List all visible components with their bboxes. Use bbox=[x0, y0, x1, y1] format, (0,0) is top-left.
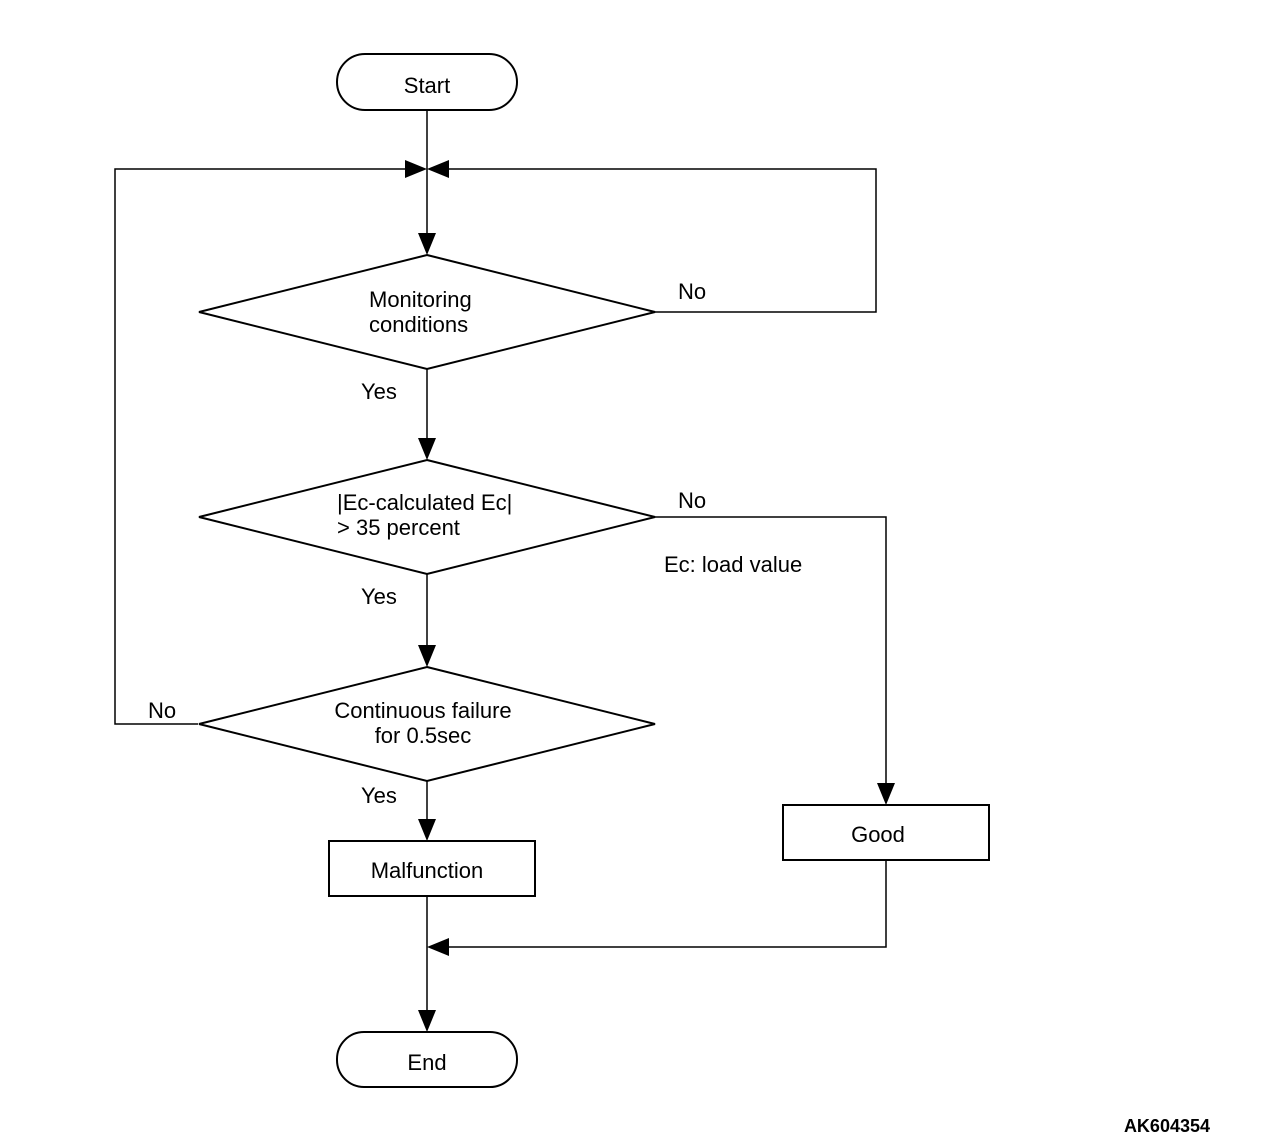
connectors bbox=[114, 110, 887, 1012]
malfunction-label: Malfunction bbox=[371, 858, 484, 883]
figure-id: AK604354 bbox=[1124, 1116, 1210, 1136]
connector-monitoring-no-loop bbox=[446, 168, 877, 313]
monitoring-label-line2: conditions bbox=[369, 312, 468, 337]
end-label: End bbox=[407, 1050, 446, 1075]
connector-ec-no bbox=[655, 516, 887, 785]
continuous-no-label: No bbox=[148, 698, 176, 723]
arrow-down-icon bbox=[418, 233, 436, 255]
arrow-left-icon bbox=[427, 160, 449, 178]
arrow-left-icon bbox=[427, 938, 449, 956]
continuous-label-line1: Continuous failure bbox=[334, 698, 511, 723]
arrow-down-icon bbox=[877, 783, 895, 805]
node-start: Start bbox=[336, 53, 518, 111]
ec-note: Ec: load value bbox=[664, 552, 802, 577]
ec-check-label-line2: > 35 percent bbox=[337, 515, 460, 540]
ec-no-label: No bbox=[678, 488, 706, 513]
node-continuous-failure: Continuous failure for 0.5sec bbox=[198, 665, 656, 783]
node-malfunction: Malfunction bbox=[328, 840, 536, 897]
node-monitoring-conditions: Monitoring conditions bbox=[198, 253, 656, 371]
node-end: End bbox=[336, 1031, 518, 1088]
connector-continuous-no-loop bbox=[114, 168, 408, 725]
monitoring-label-line1: Monitoring bbox=[369, 287, 472, 312]
connector-good-join bbox=[448, 860, 887, 948]
arrow-down-icon bbox=[418, 1010, 436, 1032]
continuous-label-line2: for 0.5sec bbox=[375, 723, 472, 748]
arrow-down-icon bbox=[418, 819, 436, 841]
ec-check-label-line1: |Ec-calculated Ec| bbox=[337, 490, 512, 515]
arrow-down-icon bbox=[418, 645, 436, 667]
node-ec-check: |Ec-calculated Ec| > 35 percent bbox=[198, 458, 656, 576]
arrowheads bbox=[405, 160, 895, 1032]
start-label: Start bbox=[404, 73, 450, 98]
arrow-right-icon bbox=[405, 160, 427, 178]
branch-labels: No Yes No Yes No Yes bbox=[148, 279, 706, 808]
monitoring-yes-label: Yes bbox=[361, 379, 397, 404]
continuous-yes-label: Yes bbox=[361, 783, 397, 808]
monitoring-no-label: No bbox=[678, 279, 706, 304]
node-good: Good bbox=[782, 804, 990, 861]
ec-yes-label: Yes bbox=[361, 584, 397, 609]
arrow-down-icon bbox=[418, 438, 436, 460]
good-label: Good bbox=[851, 822, 905, 847]
